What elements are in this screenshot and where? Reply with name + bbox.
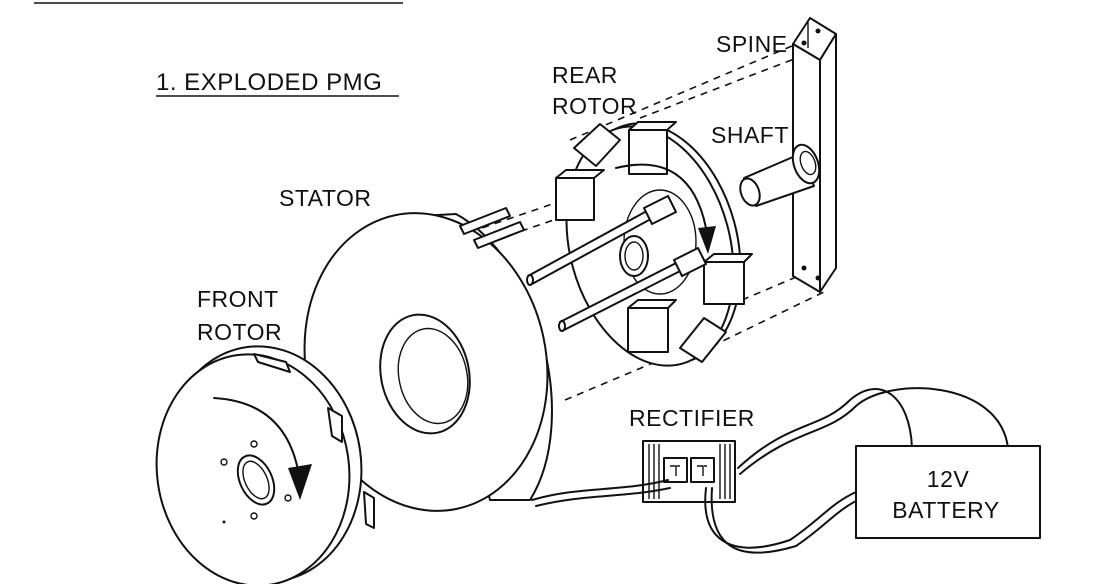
- diagram-title: 1. EXPLODED PMG: [156, 69, 382, 96]
- front-rotor: [155, 345, 375, 584]
- label-rear-rotor-2: ROTOR: [552, 93, 637, 119]
- label-battery-2: BATTERY: [892, 497, 999, 523]
- label-front-rotor-2: ROTOR: [197, 319, 282, 345]
- label-front-rotor-1: FRONT: [197, 286, 279, 312]
- rectifier: [642, 440, 736, 503]
- label-rectifier: RECTIFIER: [629, 405, 755, 431]
- label-battery-1: 12V: [927, 466, 970, 492]
- battery: [855, 445, 1041, 539]
- label-shaft: SHAFT: [711, 122, 789, 148]
- label-rear-rotor-1: REAR: [552, 62, 618, 88]
- bolts: [526, 195, 707, 332]
- wires: [531, 387, 1009, 554]
- shaft: [739, 143, 821, 207]
- label-stator: STATOR: [279, 185, 371, 211]
- label-spine: SPINE: [716, 31, 788, 57]
